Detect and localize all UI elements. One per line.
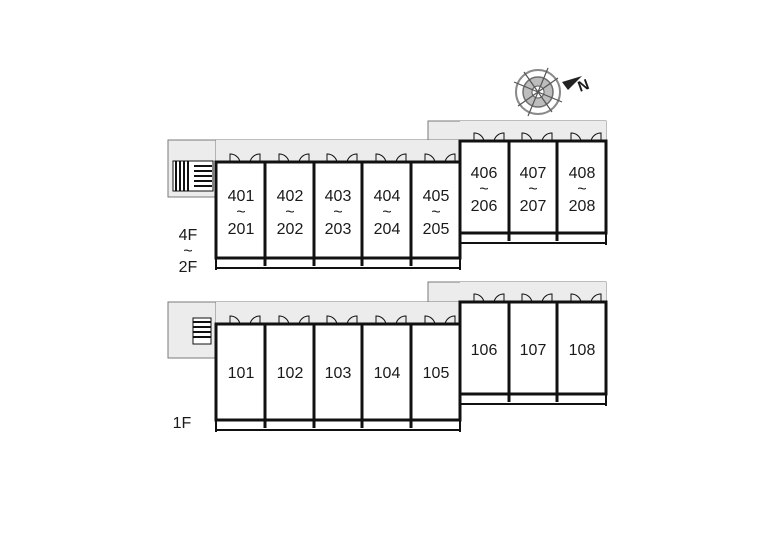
floor-label-top: 4F	[179, 227, 198, 244]
unit-number-bottom: 201	[228, 221, 255, 238]
unit-number-bottom: 207	[520, 198, 547, 215]
lower-building-block: 101 102 103 104 105 106 107 108 1F	[167, 281, 608, 432]
unit-402-202: 402~202	[277, 188, 304, 238]
unit-number-sep: ~	[236, 204, 245, 221]
floor-label-sep: ~	[183, 243, 192, 260]
unit-number-top: 405	[423, 188, 450, 205]
unit-number-top: 403	[325, 188, 352, 205]
unit-number-bottom: 203	[325, 221, 352, 238]
unit-number-bottom: 206	[471, 198, 498, 215]
unit-107: 107	[520, 342, 547, 359]
unit-401-201: 401~201	[228, 188, 255, 238]
unit-103: 103	[325, 365, 352, 382]
unit-number-sep: ~	[382, 204, 391, 221]
unit-408-208: 408~208	[569, 165, 596, 215]
unit-number-top: 407	[520, 165, 547, 182]
compass-rose-icon	[513, 67, 582, 117]
unit-406-206: 406~206	[471, 165, 498, 215]
floor-label-bottom: 2F	[179, 259, 198, 276]
unit-number-sep: ~	[479, 181, 488, 198]
unit-number-sep: ~	[285, 204, 294, 221]
unit-number-top: 402	[277, 188, 304, 205]
unit-number-bottom: 208	[569, 198, 596, 215]
unit-105: 105	[423, 365, 450, 382]
unit-number-top: 408	[569, 165, 596, 182]
upper-stairs-icon	[172, 160, 214, 192]
lower-stairs-icon	[192, 317, 212, 345]
unit-number-sep: ~	[528, 181, 537, 198]
unit-102: 102	[277, 365, 304, 382]
unit-number-sep: ~	[431, 204, 440, 221]
upper-floor-label: 4F ~ 2F	[179, 227, 198, 276]
compass-letter: N	[576, 76, 592, 96]
upper-building-block: 401~201402~202403~203404~204405~205406~2…	[167, 120, 608, 276]
unit-number-sep: ~	[577, 181, 586, 198]
unit-108: 108	[569, 342, 596, 359]
unit-number-top: 401	[228, 188, 255, 205]
unit-404-204: 404~204	[374, 188, 401, 238]
unit-number-sep: ~	[333, 204, 342, 221]
unit-106: 106	[471, 342, 498, 359]
unit-number-bottom: 202	[277, 221, 304, 238]
unit-number-bottom: 205	[423, 221, 450, 238]
unit-403-203: 403~203	[325, 188, 352, 238]
lower-floor-label: 1F	[173, 415, 192, 432]
unit-104: 104	[374, 365, 401, 382]
unit-407-207: 407~207	[520, 165, 547, 215]
unit-number-bottom: 204	[374, 221, 401, 238]
unit-101: 101	[228, 365, 255, 382]
unit-405-205: 405~205	[423, 188, 450, 238]
unit-number-top: 406	[471, 165, 498, 182]
unit-number-top: 404	[374, 188, 401, 205]
